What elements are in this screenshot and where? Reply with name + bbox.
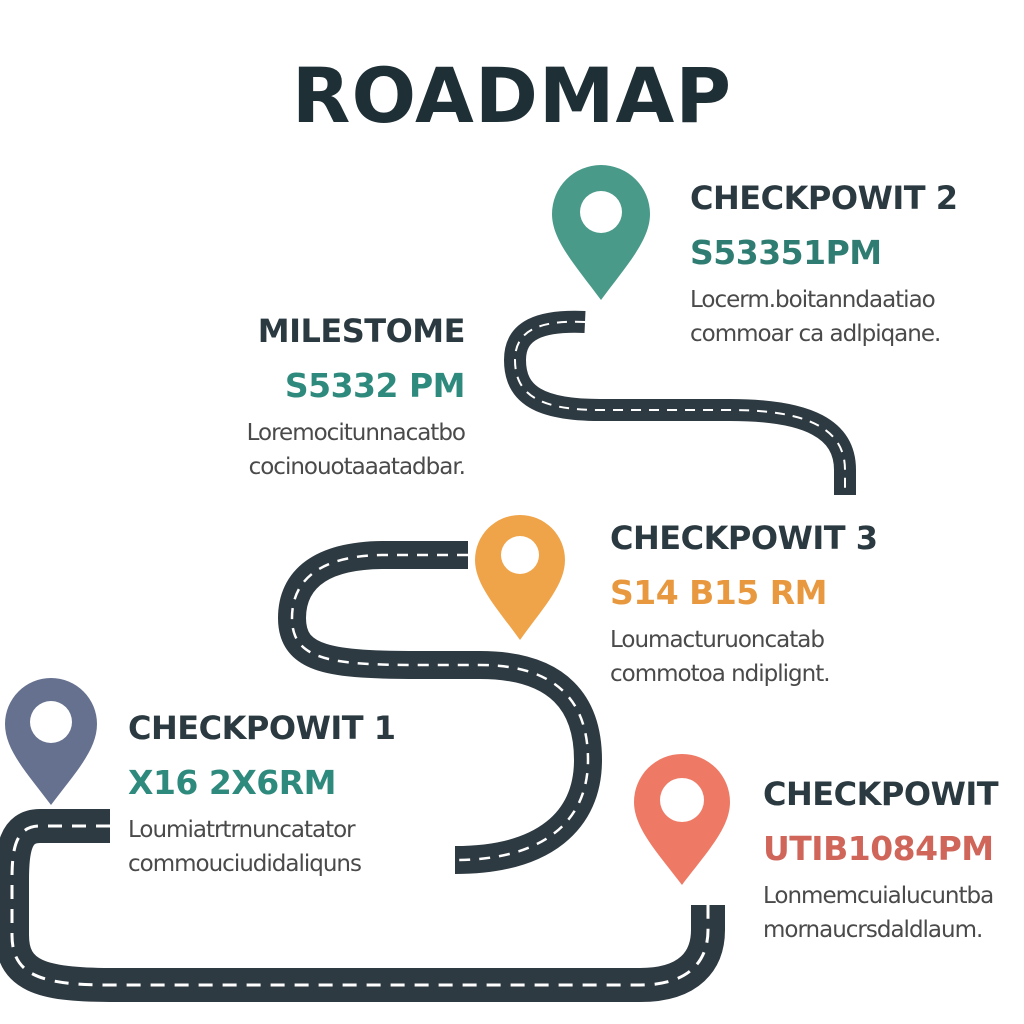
map-pin-icon[interactable]: [552, 165, 650, 300]
checkpoint-4-time: UTIB1084PM: [763, 829, 994, 868]
road-dashes: [513, 320, 846, 495]
checkpoint-1-label: CHECKPOWIT 1 X16 2X6RM Loumiatrtrnuncata…: [128, 712, 396, 881]
checkpoint-2-time: S53351PM: [690, 233, 882, 272]
milestone-desc-line2: cocinouotaaatadbar.: [248, 454, 466, 480]
checkpoint-1-desc-line1: Loumiatrtrnuncatator: [128, 817, 356, 843]
milestone-time: S5332 PM: [284, 366, 466, 405]
road-dashes-bottom: [10, 824, 710, 987]
checkpoint-2-label: CHECKPOWIT 2 S53351PM Locerm.boitanndaat…: [690, 182, 958, 351]
checkpoint-2-description: Locerm.boitanndaatiao commoar ca adlpiqa…: [690, 283, 958, 351]
checkpoint-2-title: CHECKPOWIT 2: [690, 179, 958, 217]
page-title: ROADMAP: [291, 51, 733, 140]
map-pin-icon[interactable]: [5, 678, 97, 805]
checkpoint-1-description: Loumiatrtrnuncatator commouciudidaliquns: [128, 813, 396, 881]
milestone-label: MILESTOME S5332 PM Loremocitunnacatbo co…: [185, 312, 466, 484]
checkpoint-4-title: CHECKPOWIT: [763, 775, 999, 813]
checkpoint-3-label: CHECKPOWIT 3 S14 B15 RM Loumacturuoncata…: [610, 522, 878, 691]
checkpoint-2-desc-line2: commoar ca adlpiqane.: [690, 321, 941, 347]
checkpoint-4-desc-line2: mornaucrsdaldlaum.: [763, 917, 983, 943]
milestone-title: MILESTOME: [257, 312, 466, 350]
checkpoint-3-desc-line2: commotoa ndiplignt.: [610, 661, 831, 687]
checkpoint-4-label: CHECKPOWIT UTIB1084PM Lonmemcuialucuntba…: [763, 775, 999, 947]
checkpoint-2-desc-line1: Locerm.boitanndaatiao: [690, 287, 936, 313]
checkpoint-3-description: Loumacturuoncatab commotoa ndiplignt.: [610, 623, 878, 691]
road-dashes-s-curve: [290, 553, 590, 862]
checkpoint-4-desc-line1: Lonmemcuialucuntba: [763, 883, 994, 909]
checkpoint-1-time: X16 2X6RM: [128, 763, 336, 802]
checkpoint-3-time: S14 B15 RM: [610, 573, 827, 612]
map-pin-icon[interactable]: [475, 515, 565, 640]
checkpoint-3-title: CHECKPOWIT 3: [610, 519, 878, 557]
milestone-desc-line1: Loremocitunnacatbo: [246, 420, 466, 446]
checkpoint-1-title: CHECKPOWIT 1: [128, 709, 396, 747]
checkpoint-3-desc-line1: Loumacturuoncatab: [610, 627, 825, 653]
checkpoint-1-desc-line2: commouciudidaliquns: [128, 851, 362, 877]
checkpoint-4-description: Lonmemcuialucuntba mornaucrsdaldlaum.: [763, 879, 998, 947]
map-pin-icon[interactable]: [634, 754, 730, 885]
milestone-description: Loremocitunnacatbo cocinouotaaatadbar.: [185, 416, 466, 484]
